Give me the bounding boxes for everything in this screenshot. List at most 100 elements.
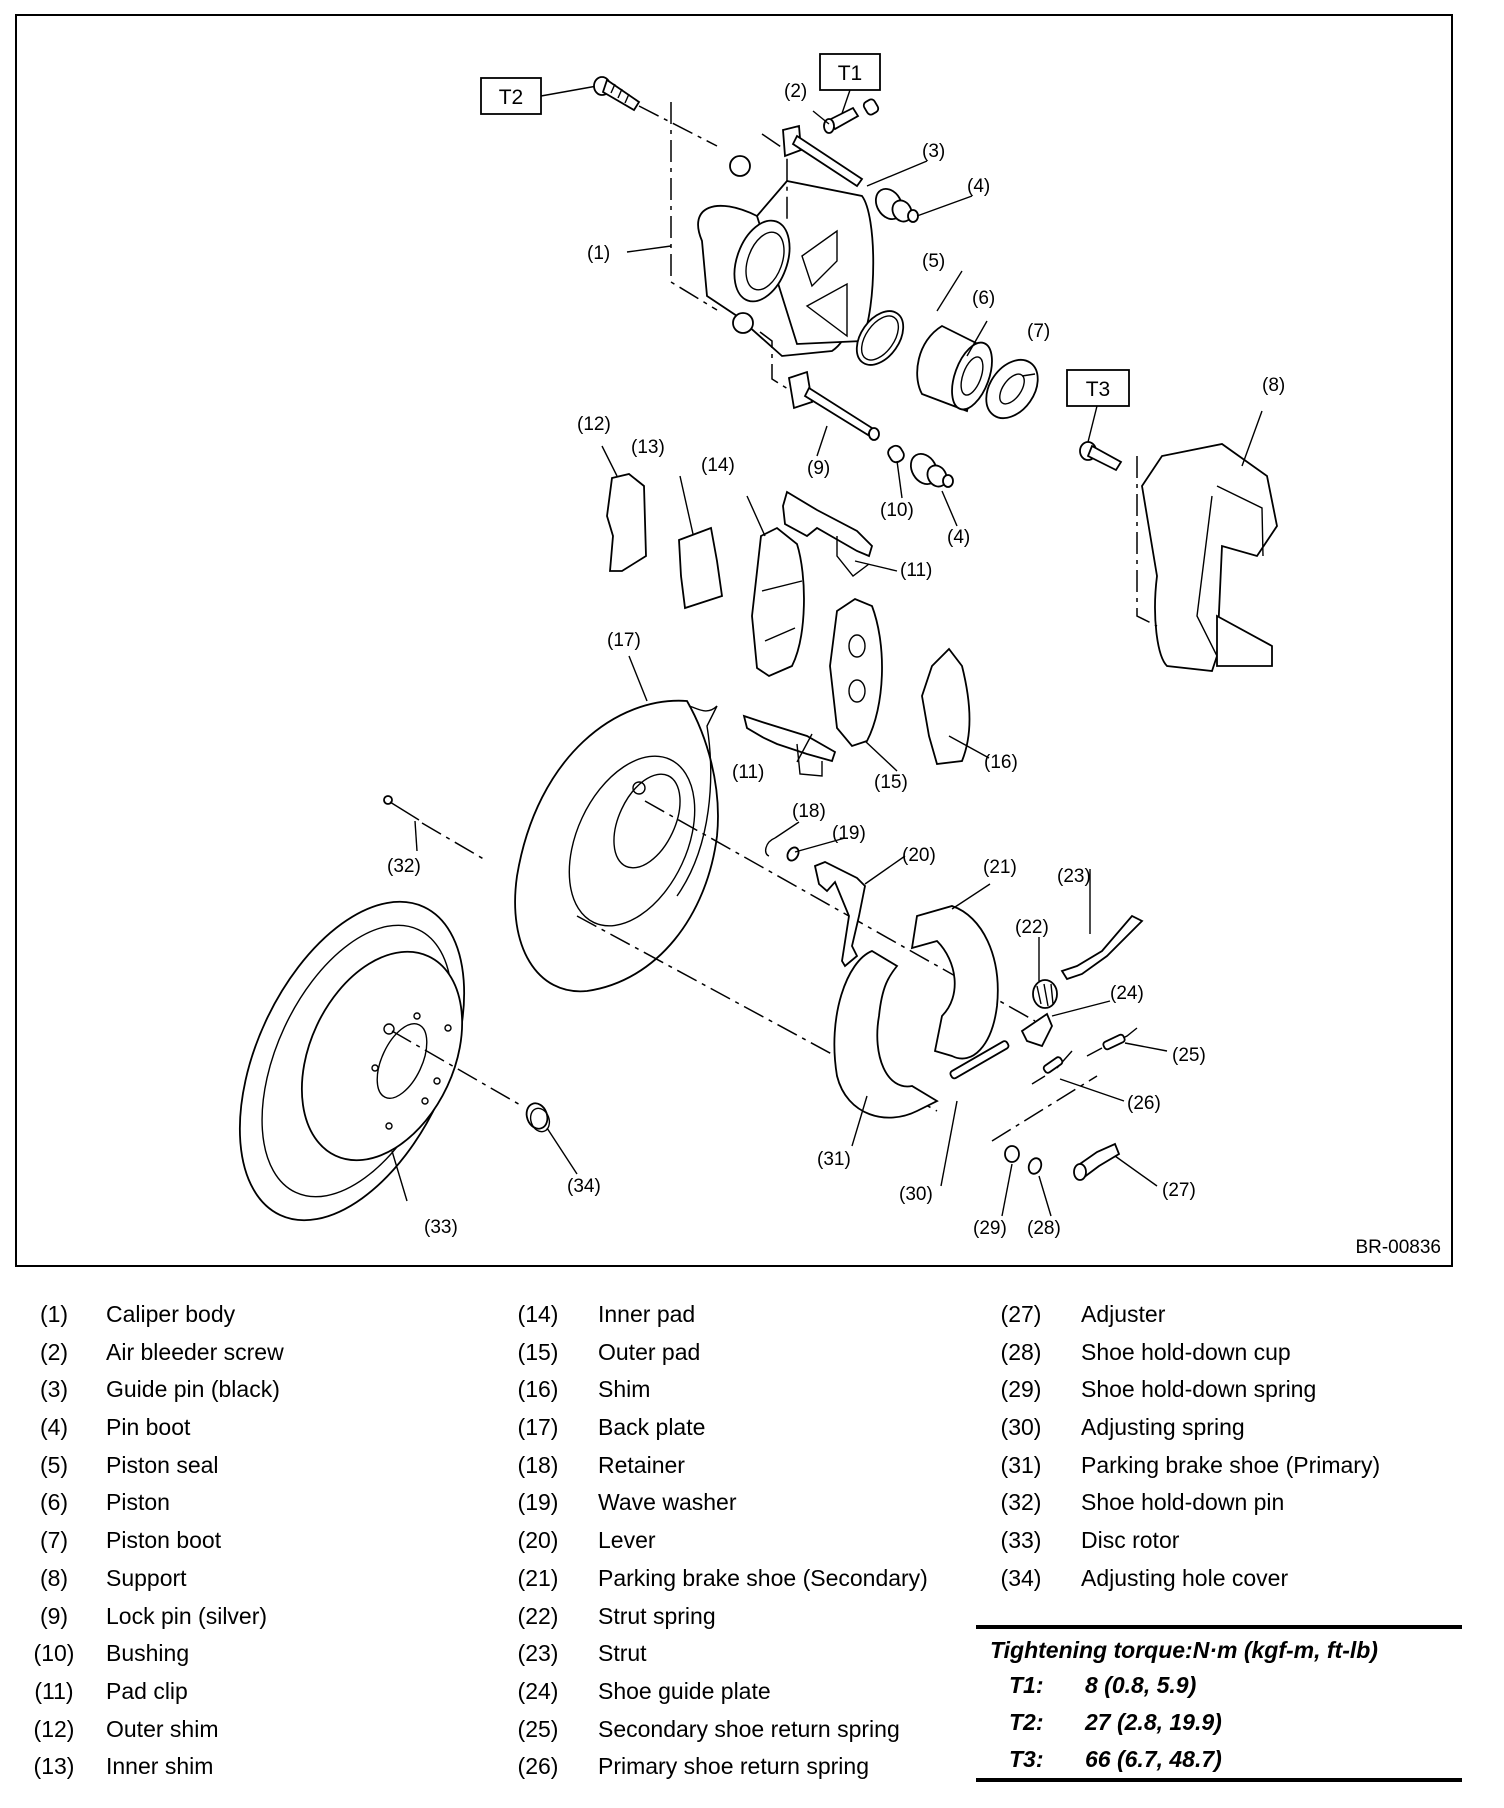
callout-3: (3) xyxy=(922,141,945,162)
legend-item: (7)Piston boot xyxy=(30,1522,284,1560)
legend-item-name: Retainer xyxy=(598,1451,685,1478)
legend-item: (31) Parking brake shoe (Primary) xyxy=(995,1447,1381,1485)
torque-box-t2-label: T2 xyxy=(499,86,524,109)
legend-item-number: (25) xyxy=(517,1715,559,1742)
legend-item: (18)Retainer xyxy=(512,1447,928,1485)
callout-12: (12) xyxy=(577,414,611,435)
callout-32: (32) xyxy=(387,856,421,877)
legend-item-number: (22) xyxy=(517,1602,559,1629)
legend-item-number: (14) xyxy=(517,1301,559,1327)
legend-item-number: (5) xyxy=(39,1451,69,1478)
part-air-bleeder-screw xyxy=(823,98,880,134)
legend-item: (28) Shoe hold-down cup xyxy=(995,1334,1380,1372)
legend-item-name: Shoe guide plate xyxy=(598,1677,771,1704)
torque-value: 27 (2.8, 19.9) xyxy=(1085,1709,1222,1735)
callout-1: (1) xyxy=(587,243,610,264)
torque-box-t3-label: T3 xyxy=(1086,378,1111,401)
legend-item-number: (6) xyxy=(39,1489,69,1516)
legend-item-name: Wave washer xyxy=(598,1489,737,1516)
legend-item: (9)Lock pin (silver) xyxy=(30,1598,284,1636)
legend-item-number: (26) xyxy=(517,1753,559,1780)
torque-key: T2: xyxy=(1009,1709,1044,1735)
part-piston xyxy=(916,324,993,413)
tightening-torque-table: Tightening torque:N·m (kgf-m, ft-lb) T1:… xyxy=(976,1625,1462,1782)
callout-11b: (11) xyxy=(732,762,764,783)
legend-column-1: (1)Caliper body(2)Air bleeder screw(3)Gu… xyxy=(30,1296,284,1786)
callout-7: (7) xyxy=(1027,321,1050,342)
legend-item-number: (19) xyxy=(517,1489,559,1516)
legend-item-number: (2) xyxy=(39,1338,69,1365)
legend-item: (2)Air bleeder screw xyxy=(30,1334,284,1372)
part-bushing xyxy=(887,444,905,464)
legend-item: (4) Pin boot xyxy=(30,1409,284,1447)
legend-item-number: (24) xyxy=(517,1677,559,1704)
legend-item-number: (15) xyxy=(517,1338,559,1365)
legend-item-name: Adjuster xyxy=(1081,1301,1166,1327)
legend-item-name: Pad clip xyxy=(106,1677,188,1704)
callout-28: (28) xyxy=(1027,1218,1061,1239)
legend-item-name: Parking brake shoe (Primary) xyxy=(1081,1451,1381,1478)
diagram-drawing: T2 T1 T3 xyxy=(238,53,1285,1239)
torque-key: T1: xyxy=(1009,1672,1044,1698)
part-piston-boot xyxy=(985,359,1039,419)
part-lock-pin xyxy=(787,370,880,441)
legend-item: (20)Lever xyxy=(512,1522,928,1560)
legend-item: (25)Secondary shoe return spring xyxy=(512,1711,928,1749)
legend-item-name: Outer shim xyxy=(106,1715,219,1742)
legend-item-name: Pin boot xyxy=(106,1414,191,1441)
legend-item-number: (28) xyxy=(1000,1338,1042,1365)
legend-item: (33)Disc rotor xyxy=(995,1522,1380,1560)
legend-item-name: Shoe hold-down cup xyxy=(1081,1338,1291,1365)
torque-row: T3: 66 (6.7, 48.7) xyxy=(976,1741,1462,1778)
legend-item-name: Strut spring xyxy=(598,1602,716,1629)
legend-item-name: Back plate xyxy=(598,1414,706,1441)
callout-11a: (11) xyxy=(900,560,932,581)
exploded-view-diagram: T2 T1 T3 xyxy=(15,14,1453,1267)
legend-item: (22) Strut spring xyxy=(512,1598,928,1636)
legend-item-number: (7) xyxy=(39,1527,69,1554)
part-t3-bolt xyxy=(1079,441,1123,472)
legend-item-number: (4) xyxy=(39,1414,69,1441)
legend-item-name: Piston seal xyxy=(106,1451,219,1478)
callout-8: (8) xyxy=(1262,375,1285,396)
legend-item: (16)Shim xyxy=(512,1371,928,1409)
part-strut-spring xyxy=(1032,979,1058,1009)
legend-item: (5) Piston seal xyxy=(30,1447,284,1485)
legend-item-number: (16) xyxy=(517,1376,559,1403)
callout-27: (27) xyxy=(1162,1180,1196,1201)
legend-item: (24) Shoe guide plate xyxy=(512,1673,928,1711)
callout-6: (6) xyxy=(972,288,995,309)
legend-item-number: (27) xyxy=(1000,1301,1042,1327)
part-outer-shim xyxy=(606,473,647,572)
callout-9: (9) xyxy=(807,458,830,479)
part-parking-brake-shoe-primary xyxy=(833,949,939,1119)
legend-item-name: Outer pad xyxy=(598,1338,701,1365)
part-outer-pad xyxy=(829,597,883,748)
part-shoe-hold-down-spring xyxy=(1004,1145,1020,1163)
callout-30: (30) xyxy=(899,1184,933,1205)
part-guide-pin xyxy=(782,124,864,188)
torque-value: 66 (6.7, 48.7) xyxy=(1085,1746,1222,1772)
leader-lines xyxy=(391,110,1263,1217)
legend-item: (19) Wave washer xyxy=(512,1484,928,1522)
part-piston-seal xyxy=(855,310,905,366)
legend-item: (29)Shoe hold-down spring xyxy=(995,1371,1380,1409)
legend-item-name: Support xyxy=(106,1564,187,1591)
legend-item-name: Parking brake shoe (Secondary) xyxy=(598,1564,928,1591)
legend-item-number: (20) xyxy=(517,1527,559,1554)
legend-item-name: Caliper body xyxy=(106,1301,236,1327)
torque-box-t3: T3 xyxy=(1066,369,1130,447)
part-lever xyxy=(813,861,866,968)
part-pad-clip-upper xyxy=(782,490,874,577)
legend-item-name: Inner pad xyxy=(598,1301,696,1327)
part-shim xyxy=(921,647,971,765)
part-secondary-shoe-return-spring xyxy=(1086,1027,1138,1057)
part-pin-boot-upper xyxy=(874,188,919,223)
legend-item: (17)Back plate xyxy=(512,1409,928,1447)
legend-item-number: (13) xyxy=(33,1753,75,1780)
legend-item: (21)Parking brake shoe (Secondary) xyxy=(512,1560,928,1598)
callout-25: (25) xyxy=(1172,1045,1206,1066)
legend-item: (8)Support xyxy=(30,1560,284,1598)
legend-item-number: (31) xyxy=(1000,1451,1042,1478)
legend-item-name: Bushing xyxy=(106,1640,190,1667)
